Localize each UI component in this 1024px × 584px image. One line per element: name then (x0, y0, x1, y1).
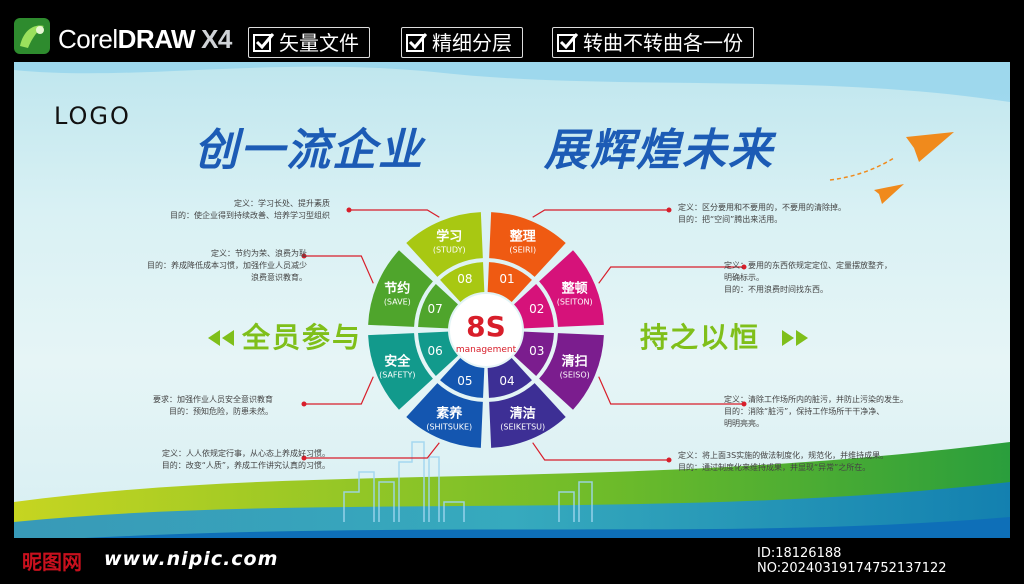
segment-label: 整顿 (561, 280, 588, 296)
segment-seiso (539, 333, 604, 410)
8s-wheel-diagram: 01整理(SEIRI)02整顿(SEITON)03清扫(SEISO)04清洁(S… (301, 207, 747, 463)
connector-dot (301, 455, 307, 461)
connector-line (304, 442, 440, 459)
slogan-left: 全员参与 (242, 321, 363, 354)
top-banner (0, 0, 1024, 62)
segment-seiton (539, 250, 604, 327)
connector-dot (741, 264, 747, 270)
segment-number-band (440, 358, 485, 398)
wheel-segments: 01整理(SEIRI)02整顿(SEITON)03清扫(SEISO)04清洁(S… (368, 212, 604, 448)
paper-plane-icon (829, 132, 954, 204)
segment-english-label: (STUDY) (433, 245, 466, 254)
site-logo: 昵图网 (22, 550, 82, 574)
segment-number: 08 (457, 272, 472, 286)
segment-english-label: (SAFETY) (379, 371, 415, 380)
checkbox-icon (253, 32, 275, 52)
segment-label: 节约 (384, 280, 410, 296)
segment-english-label: (SHITSUKE) (426, 423, 472, 432)
desc-study: 定义：学习长处、提升素质目的：使企业得到持续改善、培养学习型组织 (170, 199, 330, 220)
segment-english-label: (SEISO) (560, 371, 590, 380)
desc-safety: 要求：加强作业人员安全意识教育目的：预知危险，防患未然。 (153, 395, 273, 416)
connector-dot (666, 207, 672, 213)
feature-badge-vector: 矢量文件 (248, 27, 370, 58)
image-id-line: ID:18126188 NO:20240319174752137122 (757, 546, 947, 576)
segment-label: 安全 (384, 354, 411, 370)
company-logo-placeholder: LOGO (54, 102, 131, 130)
segment-english-label: (SEIKETSU) (500, 423, 545, 432)
connector-dot (741, 401, 747, 407)
segment-number-band (487, 358, 532, 398)
segment-number-band (514, 284, 554, 329)
desc-save: 定义：节约为荣、浪费为耻目的：养成降低成本习惯，加强作业人员减少浪费意识教育。 (147, 249, 307, 282)
chevron-right-icon (782, 330, 808, 346)
city-skyline-icon (343, 441, 593, 522)
desc-shitsuke: 定义：人人依规定行事，从心态上养成好习惯。目的：改变“人质”，养成工作讲究认真的… (161, 449, 330, 470)
segment-english-label: (SEITON) (557, 297, 593, 306)
connector-line (532, 442, 669, 461)
segment-number: 01 (499, 272, 514, 286)
segment-shitsuke (406, 383, 483, 448)
segment-number-band (440, 262, 485, 302)
segment-number-band (418, 331, 458, 376)
segment-number-band (418, 284, 458, 329)
connector-dot (346, 207, 352, 213)
desc-seiton: 定义：要用的东西依规定定位、定量摆放整齐，明确标示。目的：不用浪费时间找东西。 (724, 261, 892, 294)
connector-line (598, 266, 744, 284)
feature-badge-curves: 转曲不转曲各一份 (552, 27, 754, 58)
segment-label: 素养 (436, 406, 463, 422)
center-subtitle: management (456, 345, 517, 355)
segment-number: 04 (499, 374, 514, 388)
segment-safety (368, 333, 433, 410)
headline-right: 展辉煌未来 (544, 125, 774, 176)
segment-english-label: (SAVE) (384, 297, 411, 306)
segment-number: 02 (529, 302, 544, 316)
segment-number: 03 (529, 344, 544, 358)
desc-seiso: 定义：清除工作场所内的脏污，并防止污染的发生。目的：消除“脏污”，保持工作场所干… (724, 395, 908, 428)
connector-dot (666, 457, 672, 463)
segment-study (406, 212, 483, 277)
connector-dot (301, 401, 307, 407)
segment-number-band (514, 331, 554, 376)
segment-number: 06 (428, 344, 443, 358)
segment-english-label: (SEIRI) (509, 245, 536, 254)
segment-number-band (487, 262, 532, 302)
desc-seiri: 定义：区分要用和不要用的，不要用的清除掉。目的：把“空间”腾出来活用。 (678, 203, 846, 224)
segment-label: 清扫 (562, 354, 588, 370)
connector-line (532, 209, 669, 218)
checkbox-icon (406, 32, 428, 52)
slogan-right: 持之以恒 (640, 321, 761, 354)
center-title: 8S (466, 310, 506, 343)
wheel-center (450, 294, 522, 366)
connector-line (598, 376, 744, 405)
chevron-left-icon (208, 330, 234, 346)
segment-number: 07 (428, 302, 443, 316)
connector-line (304, 255, 374, 284)
segment-label: 清洁 (510, 406, 536, 422)
segment-label: 学习 (436, 228, 462, 244)
connector-lines (301, 207, 747, 463)
feature-badge-layers: 精细分层 (401, 27, 523, 58)
segment-seiketsu (489, 383, 566, 448)
connector-dot (301, 253, 307, 259)
segment-save (368, 250, 433, 327)
coreldraw-logo-icon (14, 18, 50, 54)
checkbox-icon (557, 32, 579, 52)
site-url: www.nipic.com (104, 548, 279, 570)
connector-line (349, 209, 440, 218)
connector-line (304, 376, 374, 405)
poster-board: LOGO 创一流企业 展辉煌未来 全员参与 持之以恒 01 整理(SEIRI) 02… (14, 62, 1010, 562)
headline-left: 创一流企业 (194, 125, 424, 176)
segment-number: 05 (457, 374, 472, 388)
desc-seiketsu: 定义：将上面3S实施的做法制度化，规范化，并维持成果。目的：通过制度化来维持成果… (678, 451, 889, 472)
segment-seiri (489, 212, 566, 277)
watermark-bar (0, 538, 1024, 584)
segment-label: 整理 (509, 228, 536, 244)
